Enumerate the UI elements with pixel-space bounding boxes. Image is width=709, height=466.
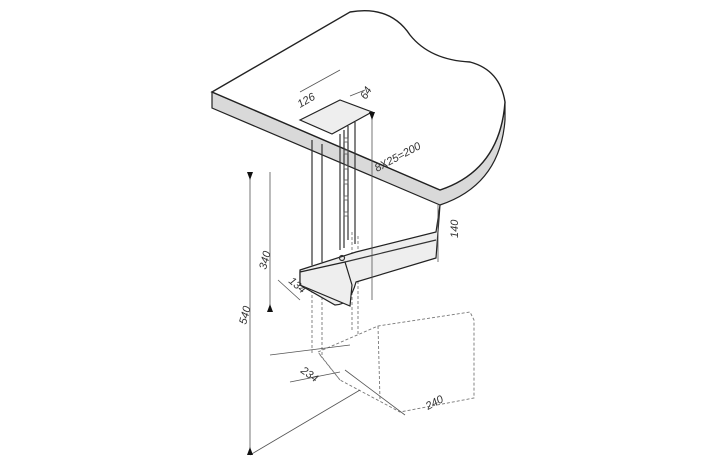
pc-holder bbox=[299, 204, 441, 307]
desk bbox=[210, 10, 506, 206]
dim-min-width: 234 bbox=[297, 364, 320, 385]
dim-max-width: 240 bbox=[423, 393, 447, 413]
mount-column bbox=[298, 99, 374, 265]
dim-plate-depth: 64 bbox=[358, 85, 375, 102]
dimension-lines bbox=[247, 69, 439, 456]
dim-max-height: 540 bbox=[237, 304, 254, 326]
dim-min-height: 340 bbox=[257, 249, 274, 271]
dim-side-height: 140 bbox=[449, 219, 461, 238]
lower-position-outline bbox=[311, 232, 475, 413]
